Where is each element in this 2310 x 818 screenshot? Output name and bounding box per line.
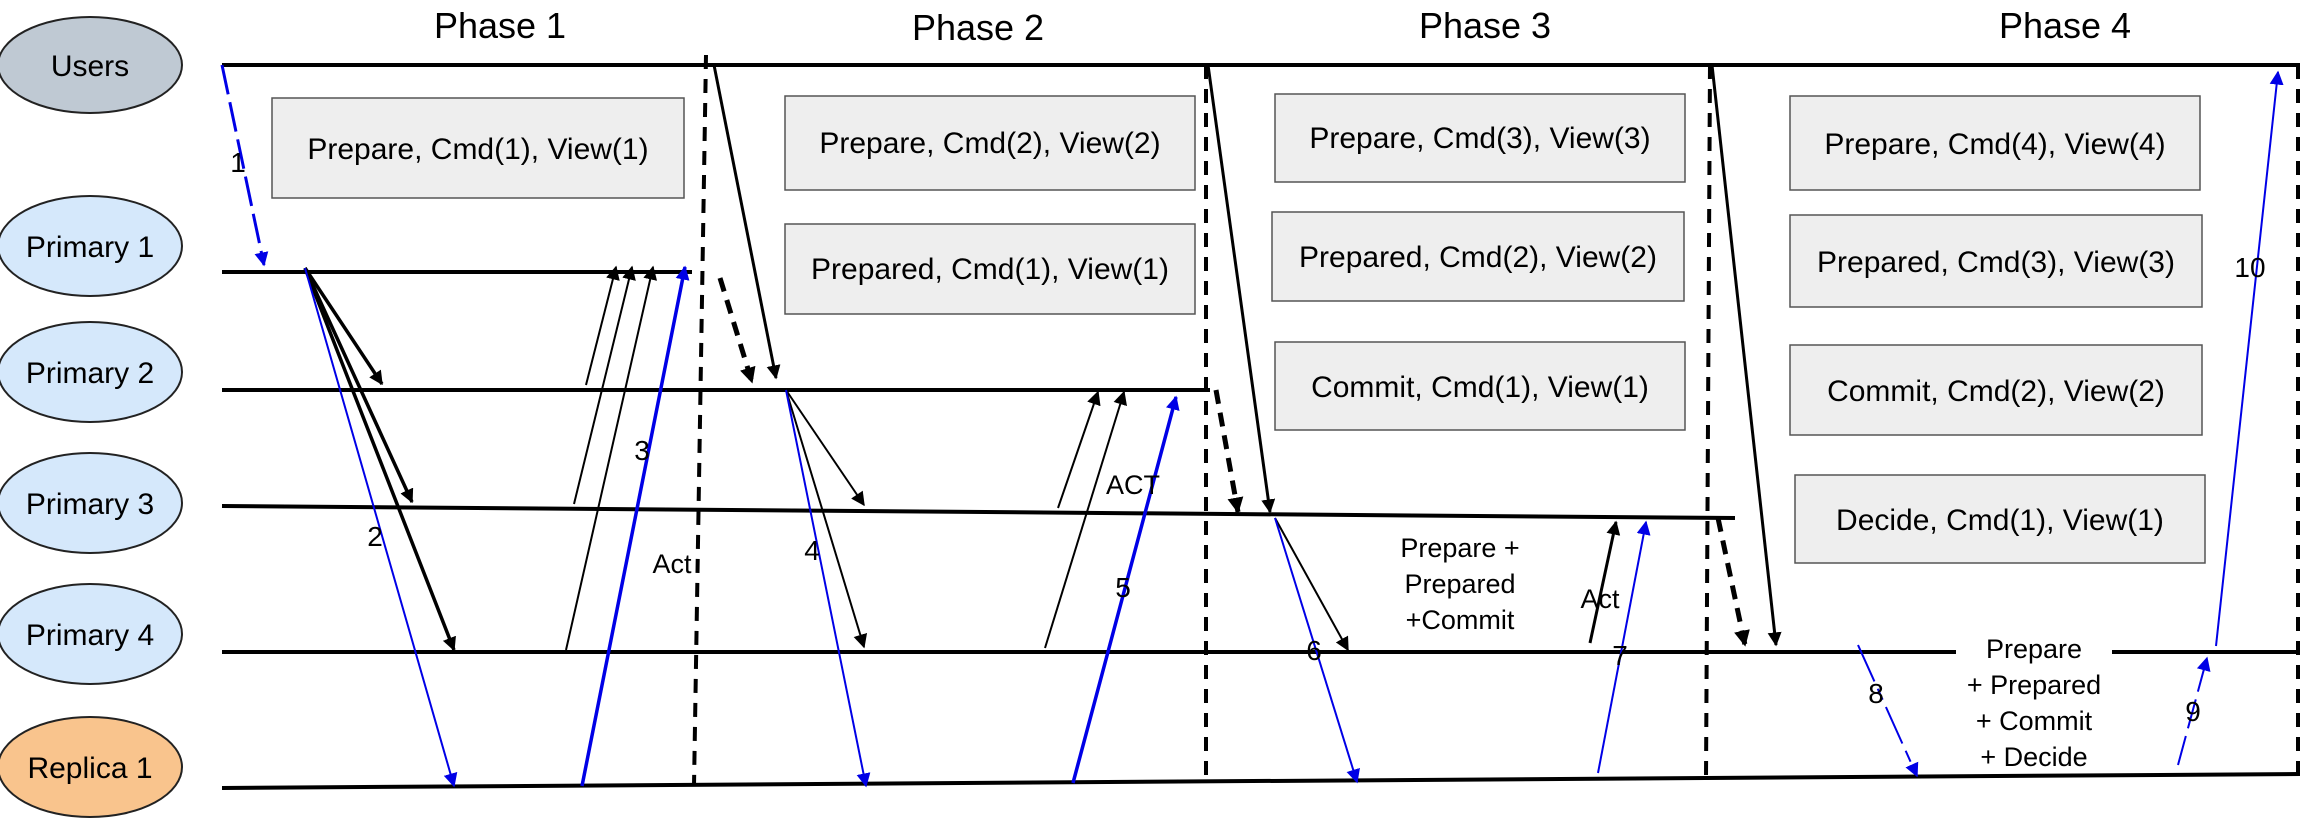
step-label-10: 10 xyxy=(2234,252,2265,283)
arrow-p2-to-p4 xyxy=(785,389,868,649)
arrow-users-to-p3 xyxy=(1206,64,1276,514)
arrow-p2-reply xyxy=(585,265,620,386)
act-label-phase-2: ACT xyxy=(1106,470,1160,500)
box-prepare-cmd4-view4-label: Prepare, Cmd(4), View(4) xyxy=(1824,128,2165,161)
box-prepared-cmd3-view3-label: Prepared, Cmd(3), View(3) xyxy=(1817,246,2175,279)
node-primary-3-label: Primary 3 xyxy=(26,488,154,521)
box-prepare-cmd1-view1: Prepare, Cmd(1), View(1) xyxy=(271,97,685,199)
timeline-replica-1 xyxy=(221,772,2301,790)
node-primary-1-label: Primary 1 xyxy=(26,231,154,264)
box-decide-cmd1-view1: Decide, Cmd(1), View(1) xyxy=(1794,474,2206,564)
phase3-note-line-1: Prepare + xyxy=(1400,533,1519,563)
phase3-combined-note: Prepare + Prepared +Commit xyxy=(1400,533,1519,635)
step-label-5: 5 xyxy=(1115,572,1131,603)
node-users: Users xyxy=(0,16,183,114)
box-prepare-cmd3-view3: Prepare, Cmd(3), View(3) xyxy=(1274,93,1686,183)
arrow-step-8 xyxy=(1857,644,1919,778)
arrow-step-10 xyxy=(2215,70,2284,647)
box-prepared-cmd3-view3: Prepared, Cmd(3), View(3) xyxy=(1789,214,2203,308)
phase-1-title: Phase 1 xyxy=(434,5,566,46)
box-prepared-cmd1-view1-label: Prepared, Cmd(1), View(1) xyxy=(811,253,1169,286)
arrow-p1-to-p3 xyxy=(303,267,414,504)
phase4-note-line-4: + Decide xyxy=(1980,742,2087,772)
phase-3-title: Phase 3 xyxy=(1419,5,1551,46)
arrow-p4-act xyxy=(1044,390,1127,649)
arrow-users-to-p2 xyxy=(712,64,781,380)
box-commit-cmd1-view1: Commit, Cmd(1), View(1) xyxy=(1274,341,1686,431)
box-prepare-cmd1-view1-label: Prepare, Cmd(1), View(1) xyxy=(307,133,648,166)
arrow-p3-to-p4 xyxy=(1274,517,1349,652)
step-label-1: 1 xyxy=(230,147,246,178)
phase1-broadcast-arrows xyxy=(303,267,456,652)
phase4-combined-note: Prepare + Prepared + Commit + Decide xyxy=(1956,628,2112,772)
box-prepare-cmd2-view2-label: Prepare, Cmd(2), View(2) xyxy=(819,127,1160,160)
node-primary-4-label: Primary 4 xyxy=(26,619,154,652)
step-label-9: 9 xyxy=(2185,696,2201,727)
box-prepare-cmd2-view2: Prepare, Cmd(2), View(2) xyxy=(784,95,1196,191)
box-prepared-cmd1-view1: Prepared, Cmd(1), View(1) xyxy=(784,223,1196,315)
step-label-2: 2 xyxy=(367,521,383,552)
timeline-primary-3 xyxy=(221,504,1736,520)
box-prepare-cmd3-view3-label: Prepare, Cmd(3), View(3) xyxy=(1309,122,1650,155)
step-label-8: 8 xyxy=(1868,678,1884,709)
box-prepared-cmd2-view2: Prepared, Cmd(2), View(2) xyxy=(1271,211,1685,302)
box-prepare-cmd4-view4: Prepare, Cmd(4), View(4) xyxy=(1789,95,2201,191)
box-commit-cmd1-view1-label: Commit, Cmd(1), View(1) xyxy=(1311,371,1649,404)
arrow-p3-act xyxy=(1057,390,1101,509)
phase-4-title: Phase 4 xyxy=(1999,5,2131,46)
box-decide-cmd1-view1-label: Decide, Cmd(1), View(1) xyxy=(1836,504,2164,537)
phase4-note-line-3: + Commit xyxy=(1976,706,2093,736)
node-primary-1: Primary 1 xyxy=(0,195,183,297)
node-users-label: Users xyxy=(51,50,129,83)
arrow-users-to-p4 xyxy=(1710,64,1782,647)
step-label-6: 6 xyxy=(1306,635,1322,666)
arrow-p3-reply xyxy=(573,265,636,505)
arrow-step-7 xyxy=(1597,520,1651,774)
phase3-note-line-2: Prepared xyxy=(1404,569,1515,599)
arrow-step-1 xyxy=(220,64,269,267)
arrow-dashed-to-p3 xyxy=(1213,389,1244,514)
arrow-dashed-to-p2 xyxy=(717,277,756,384)
node-primary-4: Primary 4 xyxy=(0,583,183,685)
phase1-reply-arrows xyxy=(565,265,658,651)
arrow-p4-reply xyxy=(565,265,658,651)
act-label-phase-1: Act xyxy=(652,549,692,579)
box-commit-cmd2-view2-label: Commit, Cmd(2), View(2) xyxy=(1827,375,2165,408)
arrow-step-3 xyxy=(580,265,690,787)
arrow-p1-to-p2 xyxy=(303,267,384,386)
node-primary-2: Primary 2 xyxy=(0,321,183,423)
box-commit-cmd2-view2: Commit, Cmd(2), View(2) xyxy=(1789,344,2203,436)
arrow-p1-to-p4 xyxy=(303,267,456,652)
node-replica-1: Replica 1 xyxy=(0,716,183,818)
arrow-step-2 xyxy=(304,267,458,788)
box-prepared-cmd2-view2-label: Prepared, Cmd(2), View(2) xyxy=(1299,241,1657,274)
act-label-phase-3: Act xyxy=(1580,584,1620,614)
node-primary-2-label: Primary 2 xyxy=(26,357,154,390)
arrow-step-5 xyxy=(1071,395,1180,784)
arrow-p2-to-p3 xyxy=(785,389,865,507)
arrow-step-9 xyxy=(2177,656,2211,766)
step-label-7: 7 xyxy=(1612,640,1628,671)
node-replica-1-label: Replica 1 xyxy=(27,752,152,785)
phase3-note-line-3: +Commit xyxy=(1406,605,1515,635)
arrow-step-4 xyxy=(785,389,871,788)
arrow-act-p4-to-p3 xyxy=(1588,520,1621,644)
phase-separator-1 xyxy=(692,54,708,787)
phase4-note-line-2: + Prepared xyxy=(1967,670,2101,700)
step-label-3: 3 xyxy=(634,435,650,466)
step-label-4: 4 xyxy=(804,535,820,566)
phase-separator-3 xyxy=(1704,64,1712,779)
arrow-step-6 xyxy=(1274,517,1360,784)
phase-2-title: Phase 2 xyxy=(912,7,1044,48)
phase4-note-line-1: Prepare xyxy=(1986,634,2082,664)
arrow-dashed-to-p4 xyxy=(1715,517,1750,647)
node-primary-3: Primary 3 xyxy=(0,452,183,554)
